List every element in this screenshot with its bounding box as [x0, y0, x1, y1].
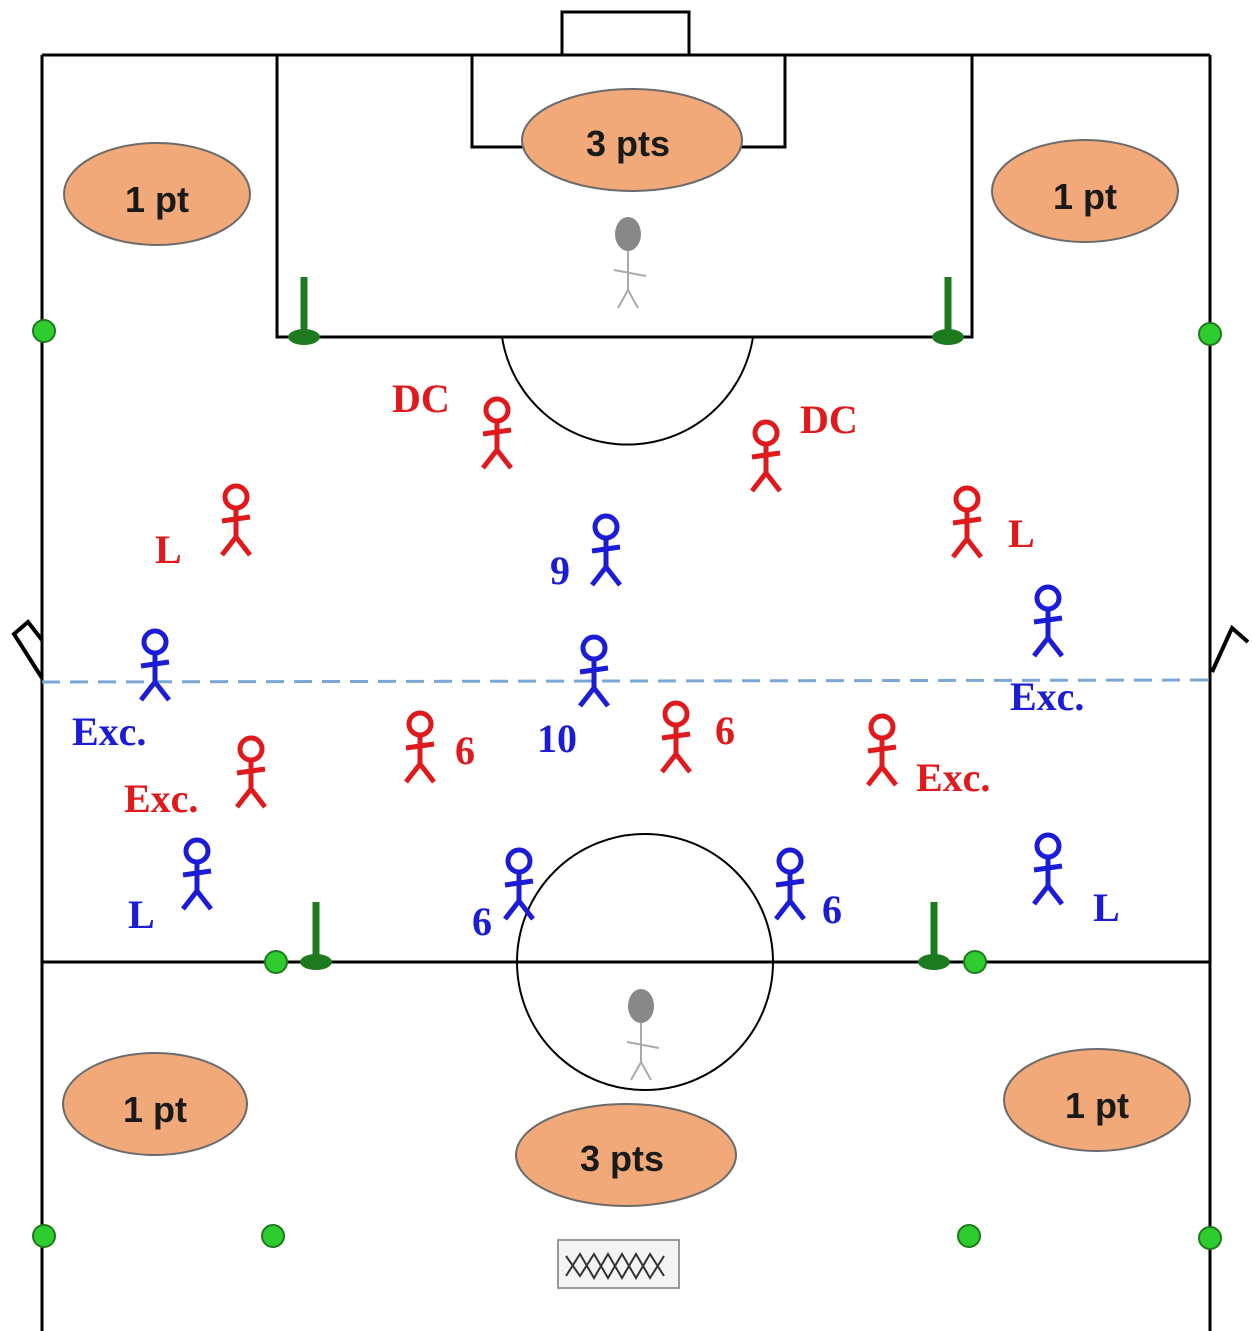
zone-bottom-left-label: 1 pt	[123, 1089, 187, 1130]
red-player-dc-right-icon	[752, 422, 780, 491]
red-player-l-left-icon	[222, 486, 250, 555]
blue-player-exc-right-label: Exc.	[1010, 674, 1084, 719]
cone-icon	[1198, 1226, 1222, 1250]
cone-icon	[32, 319, 56, 343]
blue-player-exc-left-label: Exc.	[72, 709, 146, 754]
zone-bottom-left: 1 pt	[62, 1052, 248, 1156]
blue-player-exc-right-icon	[1034, 587, 1062, 656]
red-player-exc-right-icon	[868, 716, 896, 785]
cone-icon	[1198, 322, 1222, 346]
zone-bottom-goal-label: 3 pts	[580, 1138, 664, 1179]
blue-player-10-label: 10	[537, 716, 577, 761]
zone-top-goal-label: 3 pts	[586, 123, 670, 164]
neutral-player-bottom-icon	[626, 988, 660, 1081]
zone-bottom-right-label: 1 pt	[1065, 1085, 1129, 1126]
cone-icon	[957, 1224, 981, 1248]
red-player-6-right-icon	[662, 703, 690, 772]
blue-player-6-right-label: 6	[822, 887, 842, 932]
blue-player-l-left-label: L	[128, 892, 155, 937]
cone-icon	[261, 1224, 285, 1248]
red-player-exc-left-label: Exc.	[124, 776, 198, 821]
flag-icon-left	[11, 619, 44, 680]
pitch-lines	[40, 10, 1212, 1331]
goal-net-icon	[557, 1239, 680, 1289]
zone-top-left: 1 pt	[63, 142, 251, 246]
blue-player-6-right-icon	[776, 850, 804, 919]
blue-player-10-icon	[580, 637, 608, 706]
zone-top-goal: 3 pts	[521, 88, 743, 192]
red-player-exc-right-label: Exc.	[916, 755, 990, 800]
blue-player-l-left-icon	[183, 840, 211, 909]
red-player-l-left-label: L	[155, 527, 182, 572]
zone-bottom-right: 1 pt	[1003, 1048, 1191, 1152]
red-player-exc-left-icon	[237, 738, 265, 807]
red-player-dc-left-icon	[483, 399, 511, 468]
zone-bottom-goal: 3 pts	[515, 1103, 737, 1207]
flag-icon-right	[1210, 624, 1250, 673]
neutral-player-top-icon	[613, 216, 647, 309]
cone-icon	[32, 1224, 56, 1248]
pole-icon-bottom-left	[300, 902, 332, 970]
blue-player-l-right-label: L	[1093, 885, 1120, 930]
zone-top-left-label: 1 pt	[125, 179, 189, 220]
red-player-6-right-label: 6	[715, 708, 735, 753]
red-player-dc-right-label: DC	[800, 397, 858, 442]
blue-player-9-icon	[592, 516, 620, 585]
pole-icon-bottom-right	[918, 902, 950, 970]
blue-player-9-label: 9	[550, 548, 570, 593]
cone-icon	[264, 950, 288, 974]
red-player-l-right-icon	[953, 488, 981, 557]
cone-icon	[963, 950, 987, 974]
blue-player-exc-left-icon	[141, 631, 169, 700]
pole-icon-top-right	[932, 277, 964, 345]
zone-top-right: 1 pt	[991, 139, 1179, 243]
zone-top-right-label: 1 pt	[1053, 176, 1117, 217]
blue-player-6-left-label: 6	[472, 899, 492, 944]
red-player-l-right-label: L	[1008, 511, 1035, 556]
pole-icon-top-left	[288, 277, 320, 345]
red-player-dc-left-label: DC	[392, 376, 450, 421]
red-player-6-left-icon	[406, 713, 434, 782]
blue-player-l-right-icon	[1034, 835, 1062, 904]
red-player-6-left-label: 6	[455, 728, 475, 773]
